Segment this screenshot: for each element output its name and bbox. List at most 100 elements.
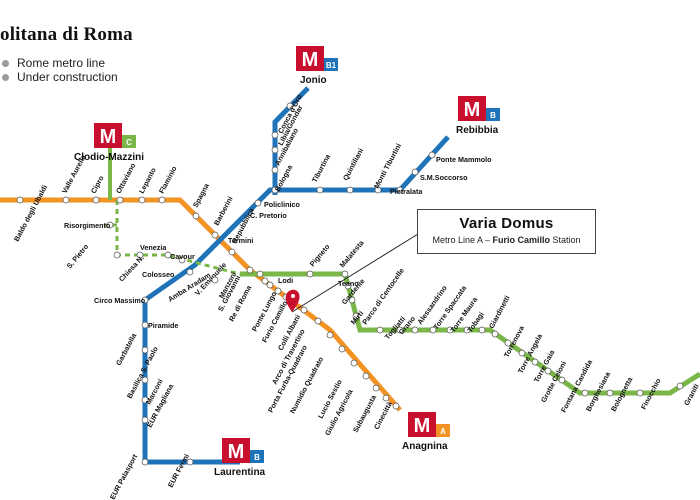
station-dot-bologna[interactable]: [271, 166, 279, 174]
station-dot-ponte-mammolo[interactable]: [428, 151, 436, 159]
station-dot-lucio-sestio[interactable]: [362, 372, 370, 380]
station-label-malatesta: Malatesta: [338, 238, 367, 270]
station-dot-cinecitta[interactable]: [392, 402, 400, 410]
station-dot-vittorio[interactable]: [261, 277, 269, 285]
station-label-giardinetti: Giardinetti: [487, 294, 512, 330]
station-dot-giardinetti[interactable]: [491, 330, 499, 338]
station-dot-parco-centocelle[interactable]: [376, 326, 384, 334]
callout-title: Varia Domus: [459, 215, 554, 232]
station-dot-borghesiana[interactable]: [581, 389, 589, 397]
station-dot-marconi[interactable]: [141, 396, 149, 404]
station-dot-flaminio[interactable]: [158, 196, 166, 204]
location-callout[interactable]: Varia Domus Metro Line A – Furio Camillo…: [417, 209, 596, 254]
station-dot-torrenova[interactable]: [504, 339, 512, 347]
station-label-barberini: Barberini: [212, 195, 235, 227]
callout-subtitle-suffix: Station: [550, 235, 581, 245]
station-dot-numidio[interactable]: [350, 359, 358, 367]
terminal-anagnina[interactable]: M A Anagnina: [402, 412, 450, 452]
station-dot-amba-aradam[interactable]: [211, 276, 219, 284]
station-dot-lepanto[interactable]: [138, 196, 146, 204]
station-dot-s-m-soccorso[interactable]: [411, 168, 419, 176]
station-dot-s-pietro[interactable]: [113, 251, 121, 259]
station-dot-porta-furba[interactable]: [338, 345, 346, 353]
station-dot-battistini[interactable]: [16, 196, 24, 204]
station-dot-ottaviano[interactable]: [116, 196, 124, 204]
station-dot-circo-massimo[interactable]: [141, 296, 149, 304]
terminal-jonio[interactable]: M B1 Jonio: [296, 46, 338, 86]
station-label-termini: Termini: [228, 236, 253, 245]
station-dot-garbatella[interactable]: [141, 346, 149, 354]
station-dot-risorgimento[interactable]: [106, 221, 114, 229]
station-dot-quintiliani[interactable]: [346, 186, 354, 194]
station-dot-manzoni[interactable]: [266, 281, 274, 289]
station-dot-tiburtina[interactable]: [316, 186, 324, 194]
station-dot-eur-palasport[interactable]: [141, 458, 149, 466]
station-dot-fontana-candida[interactable]: [558, 376, 566, 384]
station-dot-chiesa-nuova[interactable]: [136, 251, 144, 259]
station-label-s-m-soccorso: S.M.Soccorso: [420, 173, 468, 182]
station-dot-conca-oro[interactable]: [286, 102, 294, 110]
map-legend: Rome metro line Under construction: [2, 56, 118, 84]
terminal-laurentina[interactable]: M B Laurentina: [214, 438, 266, 478]
station-dot-valle-aurelia[interactable]: [62, 196, 70, 204]
station-dot-furio-camillo[interactable]: [300, 306, 308, 314]
station-dot-torre-angela[interactable]: [518, 349, 526, 357]
station-dot-s-giovanni[interactable]: [274, 287, 282, 295]
station-dot-gardenie[interactable]: [348, 296, 356, 304]
location-pin-icon[interactable]: [285, 289, 300, 312]
station-dot-subaugusta[interactable]: [382, 394, 390, 402]
line-badge: B: [490, 111, 496, 120]
station-dot-colosseo[interactable]: [186, 268, 194, 276]
station-dot-cipro[interactable]: [92, 196, 100, 204]
station-dot-torre-gaia[interactable]: [531, 358, 539, 366]
station-dot-eur-magliana[interactable]: [141, 416, 149, 424]
station-dot-eur-fermi[interactable]: [186, 458, 194, 466]
station-dot-basilica[interactable]: [141, 376, 149, 384]
legend-label: Rome metro line: [17, 56, 106, 70]
station-dot-repubblica[interactable]: [228, 248, 236, 256]
station-dot-lodi[interactable]: [256, 270, 264, 278]
station-dot-teano[interactable]: [344, 282, 352, 290]
callout-subtitle-prefix: Metro Line A –: [432, 235, 493, 245]
terminal-clodio-mazzini[interactable]: M C Clodio-Mazzini: [74, 123, 144, 163]
station-label-circo-massimo: Circo Massimo: [94, 296, 146, 305]
station-dot-finocchio[interactable]: [636, 389, 644, 397]
station-dot-grotte-celoni[interactable]: [544, 367, 552, 375]
station-dot-policlinico[interactable]: [271, 186, 279, 194]
line-a-path: [0, 197, 402, 412]
station-dot-togliatti[interactable]: [396, 326, 404, 334]
station-dot-spagna[interactable]: [192, 212, 200, 220]
station-dot-monti-tiburtini[interactable]: [374, 186, 382, 194]
station-dot-castro-pretorio[interactable]: [254, 199, 262, 207]
station-dot-grano[interactable]: [411, 326, 419, 334]
station-label-colosseo: Colosseo: [142, 270, 175, 279]
station-dot-pigneto[interactable]: [306, 270, 314, 278]
station-dot-alessandrino[interactable]: [429, 326, 437, 334]
station-label-teano: Teano: [338, 279, 359, 288]
station-dot-venezia[interactable]: [164, 251, 172, 259]
station-dot-graniti[interactable]: [676, 382, 684, 390]
station-dot-malatesta[interactable]: [341, 270, 349, 278]
legend-item-under-construction: Under construction: [2, 70, 118, 84]
station-label-risorgimento: Risorgimento: [64, 221, 111, 230]
station-dot-libia[interactable]: [271, 131, 279, 139]
station-dot-colli-albani[interactable]: [314, 317, 322, 325]
terminal-rebibbia[interactable]: M B Rebibbia: [456, 96, 500, 136]
svg-text:M: M: [228, 441, 245, 463]
station-label-spagna: Spagna: [191, 181, 212, 209]
station-dot-piramide[interactable]: [141, 321, 149, 329]
station-dot-cavour[interactable]: [178, 256, 186, 264]
station-label-ottaviano: Ottaviano: [114, 161, 138, 195]
station-label-cavour: Cavour: [170, 252, 195, 261]
station-dot-torre-spaccata[interactable]: [446, 326, 454, 334]
station-dot-annibaliano[interactable]: [271, 146, 279, 154]
station-dot-bolognetta[interactable]: [606, 389, 614, 397]
station-dot-tobagi[interactable]: [478, 326, 486, 334]
station-dot-arco-travertino[interactable]: [326, 331, 334, 339]
station-dot-mirti[interactable]: [352, 312, 360, 320]
station-dot-pietralata[interactable]: [396, 186, 404, 194]
station-dot-torre-maura[interactable]: [463, 326, 471, 334]
station-dot-termini[interactable]: [246, 266, 254, 274]
station-dot-barberini[interactable]: [211, 231, 219, 239]
station-dot-giulio-agricola[interactable]: [372, 384, 380, 392]
